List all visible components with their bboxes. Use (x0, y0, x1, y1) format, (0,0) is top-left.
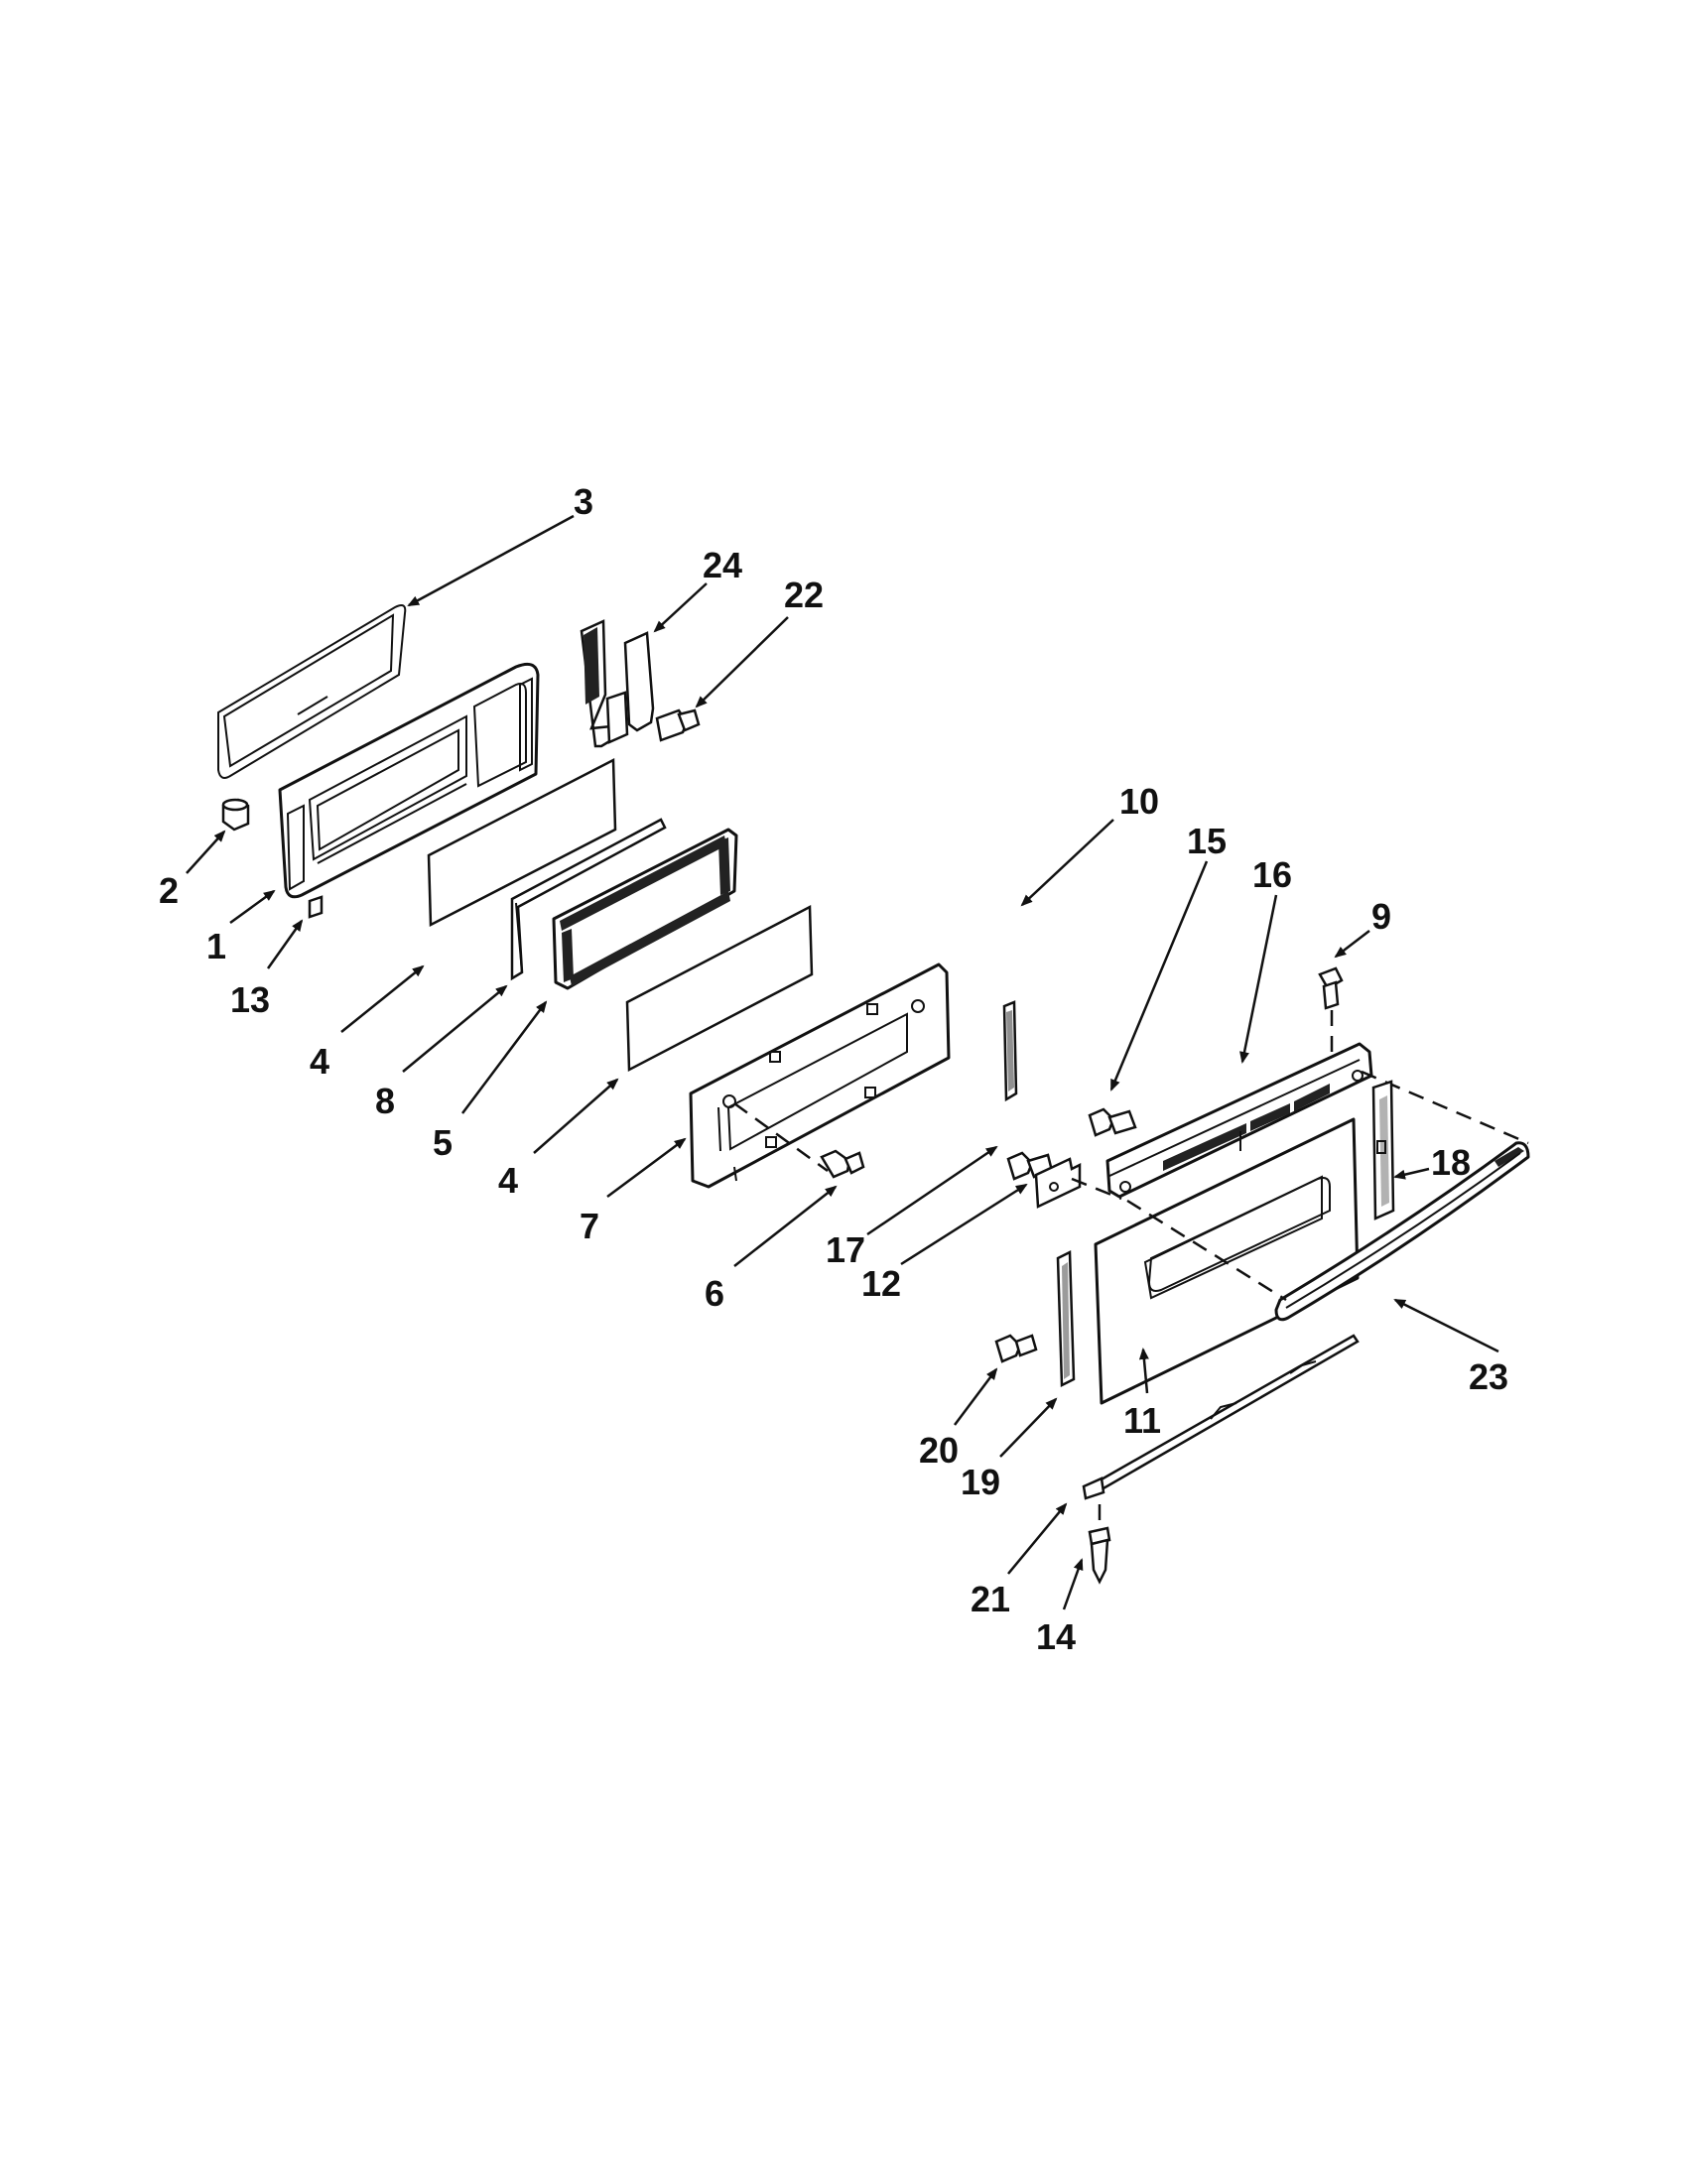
callout-labels: 3 24 22 2 1 13 4 8 5 4 7 6 10 15 16 9 18… (159, 481, 1508, 1657)
callout-14: 14 (1036, 1616, 1076, 1657)
part-24-hinges (580, 619, 655, 748)
callout-23: 23 (1469, 1356, 1508, 1397)
callout-21: 21 (971, 1579, 1010, 1619)
part-3-gasket (217, 604, 407, 779)
callout-24: 24 (703, 545, 742, 585)
callout-22: 22 (784, 575, 824, 615)
callout-13: 13 (230, 979, 270, 1020)
callout-11: 11 (1123, 1400, 1161, 1441)
part-12-bracket (1034, 1157, 1122, 1209)
part-13-clip (308, 895, 324, 919)
part-4-glass-lower (625, 904, 814, 1073)
callout-4-upper: 4 (310, 1041, 329, 1082)
part-15-screw (1088, 1107, 1137, 1137)
callout-3: 3 (574, 481, 593, 522)
callout-4-lower: 4 (498, 1160, 518, 1201)
part-6-screw (820, 1149, 865, 1179)
part-5-window-pack (552, 828, 738, 990)
callout-1: 1 (206, 926, 226, 966)
callout-6: 6 (705, 1273, 724, 1314)
part-22-screw (655, 708, 701, 742)
part-9-screw (1318, 966, 1344, 1058)
part-14-screw (1088, 1504, 1111, 1585)
part-18-side-bracket (1371, 1080, 1395, 1220)
callout-17: 17 (826, 1229, 865, 1270)
part-2-bumper (221, 798, 250, 832)
part-11-outer-panel (1094, 1117, 1360, 1405)
part-20-screw (994, 1334, 1038, 1363)
callout-8: 8 (375, 1081, 395, 1121)
part-7-inner-panel (689, 963, 951, 1189)
part-23-handle (1126, 1141, 1530, 1322)
callout-9: 9 (1371, 896, 1391, 937)
part-1-door-frame (278, 662, 540, 899)
callout-2: 2 (159, 870, 179, 911)
part-4-glass-upper (427, 757, 617, 928)
leader-lines (186, 514, 1499, 1610)
part-21-bottom-trim (1082, 1334, 1360, 1500)
callout-16: 16 (1252, 854, 1292, 895)
callout-15: 15 (1187, 821, 1227, 861)
callout-18: 18 (1431, 1142, 1471, 1183)
part-19-side-bracket (1056, 1250, 1076, 1387)
part-10-trim (1002, 1000, 1018, 1102)
callout-5: 5 (433, 1122, 453, 1163)
callout-7: 7 (580, 1206, 599, 1246)
callout-10: 10 (1119, 781, 1159, 822)
callout-20: 20 (919, 1430, 959, 1471)
callout-12: 12 (861, 1263, 901, 1304)
part-8-spacer (510, 818, 667, 981)
callout-19: 19 (961, 1462, 1000, 1502)
